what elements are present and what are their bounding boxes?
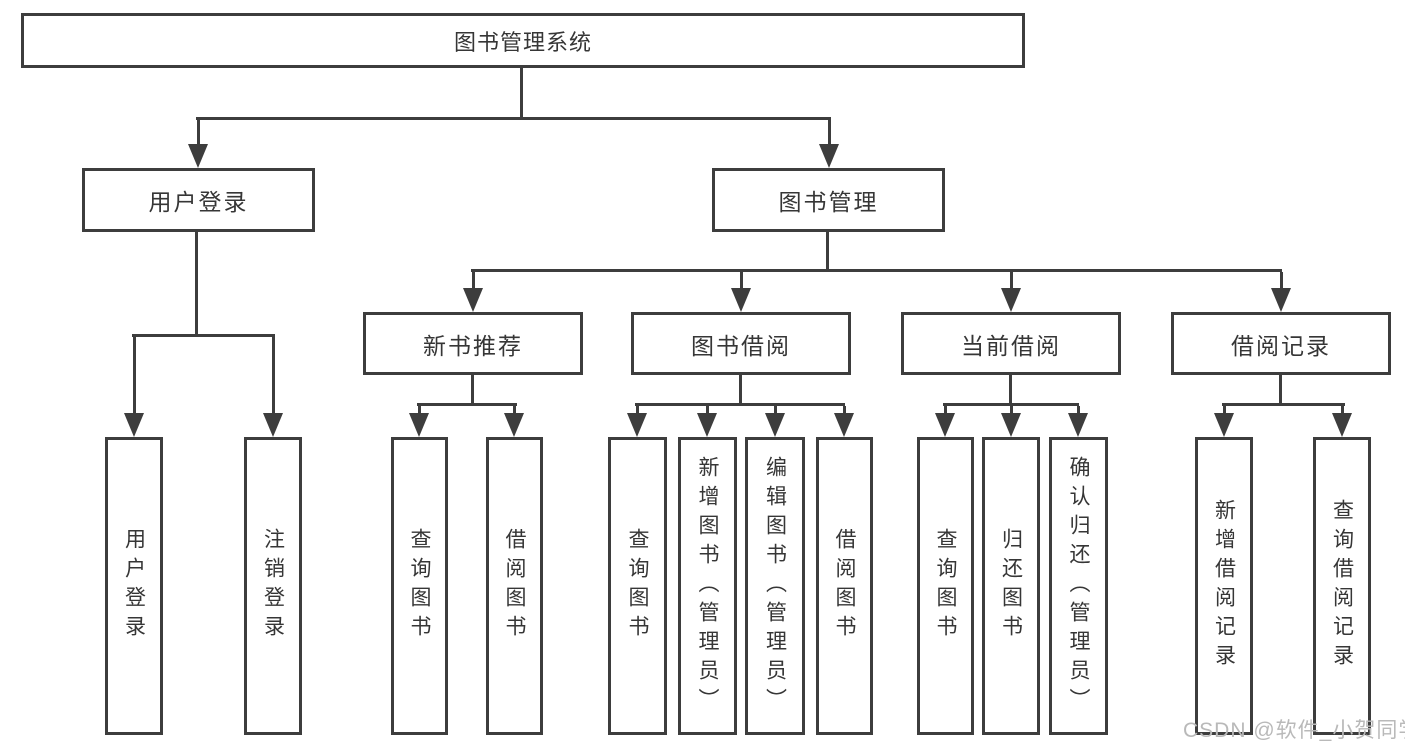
arrowhead-down-icon [504,413,524,437]
leaf-user-login-label: 用户登录 [122,528,146,644]
leaf-logout: 注销登录 [244,437,302,735]
node-user-login-label: 用户登录 [148,189,249,215]
node-current-borrow-label: 当前借阅 [961,332,1061,359]
connector-root-stem [520,68,523,120]
arrowhead-down-icon [935,413,955,437]
arrowhead-down-icon [697,413,717,437]
connector-arrow-br-add [1214,406,1234,437]
arrowhead-down-icon [1214,413,1234,437]
connector-user-stem [195,232,198,337]
leaf-bb-query-book-label: 查询图书 [626,528,649,644]
connector-arrow-book-borrow [731,272,751,312]
leaf-cb-return-book: 归还图书 [982,437,1040,735]
connector-arrow-leaf-logout [263,337,283,437]
arrowhead-down-icon [1332,413,1352,437]
arrowhead-down-icon [463,288,483,312]
leaf-bb-add-book-admin: 新增图书（管理员） [678,437,737,735]
leaf-br-add-record: 新增借阅记录 [1195,437,1253,735]
node-new-book: 新书推荐 [363,312,583,375]
leaf-user-login: 用户登录 [105,437,163,735]
node-root: 图书管理系统 [21,13,1025,68]
node-root-label: 图书管理系统 [453,29,592,55]
arrowhead-down-icon [188,144,208,168]
leaf-cb-confirm-return-admin-label: 确认归还（管理员） [1067,455,1090,717]
leaf-nb-borrow-book: 借阅图书 [486,437,543,735]
leaf-bb-query-book: 查询图书 [608,437,667,735]
node-book-mgmt: 图书管理 [712,168,945,232]
connector-book-borrow-stem [739,375,742,406]
leaf-logout-label: 注销登录 [261,528,285,644]
leaf-bb-add-book-admin-label: 新增图书（管理员） [696,455,719,717]
arrowhead-down-icon [1001,288,1021,312]
connector-borrow-records-stem [1279,375,1282,406]
leaf-br-query-record: 查询借阅记录 [1313,437,1371,735]
csdn-watermark: CSDN @软件_小贺同学 [1183,719,1405,742]
arrowhead-down-icon [409,413,429,437]
leaf-cb-return-book-label: 归还图书 [999,528,1023,644]
node-new-book-label: 新书推荐 [423,332,523,359]
connector-arrow-bb-borrow [834,406,854,437]
leaf-br-add-record-label: 新增借阅记录 [1212,499,1236,673]
connector-arrow-bb-edit [765,406,785,437]
leaf-nb-query-book-label: 查询图书 [408,528,431,644]
leaf-bb-edit-book-admin: 编辑图书（管理员） [745,437,805,735]
connector-arrow-cb-confirm [1068,406,1088,437]
connector-arrow-nb-query [409,406,429,437]
leaf-nb-query-book: 查询图书 [391,437,448,735]
leaf-cb-query-book-label: 查询图书 [934,528,957,644]
leaf-br-query-record-label: 查询借阅记录 [1330,499,1354,673]
connector-current-borrow-branch [943,403,1079,406]
node-borrow-records: 借阅记录 [1171,312,1391,375]
connector-level2-branch [471,269,1282,272]
connector-new-book-stem [471,375,474,406]
arrowhead-down-icon [834,413,854,437]
leaf-bb-borrow-book-label: 借阅图书 [833,528,856,644]
leaf-bb-edit-book-admin-label: 编辑图书（管理员） [763,455,787,717]
arrowhead-down-icon [765,413,785,437]
arrowhead-down-icon [1271,288,1291,312]
connector-arrow-new-book [463,272,483,312]
arrowhead-down-icon [263,413,283,437]
connector-arrow-book-mgmt [819,120,839,168]
connector-current-borrow-stem [1009,375,1012,406]
leaf-cb-confirm-return-admin: 确认归还（管理员） [1049,437,1108,735]
connector-level1-branch [196,117,831,120]
leaf-bb-borrow-book: 借阅图书 [816,437,873,735]
connector-arrow-nb-borrow [504,406,524,437]
connector-mgmt-stem [826,232,829,272]
connector-borrow-records-branch [1222,403,1345,406]
connector-book-borrow-branch [635,403,845,406]
arrowhead-down-icon [1068,413,1088,437]
arrowhead-down-icon [731,288,751,312]
connector-new-book-branch [417,403,517,406]
arrowhead-down-icon [1001,413,1021,437]
connector-arrow-bb-query [627,406,647,437]
connector-arrow-user-login [188,120,208,168]
arrowhead-down-icon [819,144,839,168]
connector-user-branch [132,334,275,337]
node-current-borrow: 当前借阅 [901,312,1121,375]
node-user-login: 用户登录 [82,168,315,232]
connector-arrow-bb-add [697,406,717,437]
connector-arrow-cb-query [935,406,955,437]
node-book-mgmt-label: 图书管理 [778,189,879,215]
connector-arrow-br-query [1332,406,1352,437]
arrowhead-down-icon [124,413,144,437]
connector-arrow-leaf-user-login [124,337,144,437]
node-book-borrow-label: 图书借阅 [691,332,791,359]
leaf-cb-query-book: 查询图书 [917,437,974,735]
leaf-nb-borrow-book-label: 借阅图书 [503,528,526,644]
node-borrow-records-label: 借阅记录 [1231,332,1331,359]
connector-arrow-cb-return [1001,406,1021,437]
node-book-borrow: 图书借阅 [631,312,851,375]
connector-arrow-current-borrow [1001,272,1021,312]
arrowhead-down-icon [627,413,647,437]
connector-arrow-borrow-records [1271,272,1291,312]
